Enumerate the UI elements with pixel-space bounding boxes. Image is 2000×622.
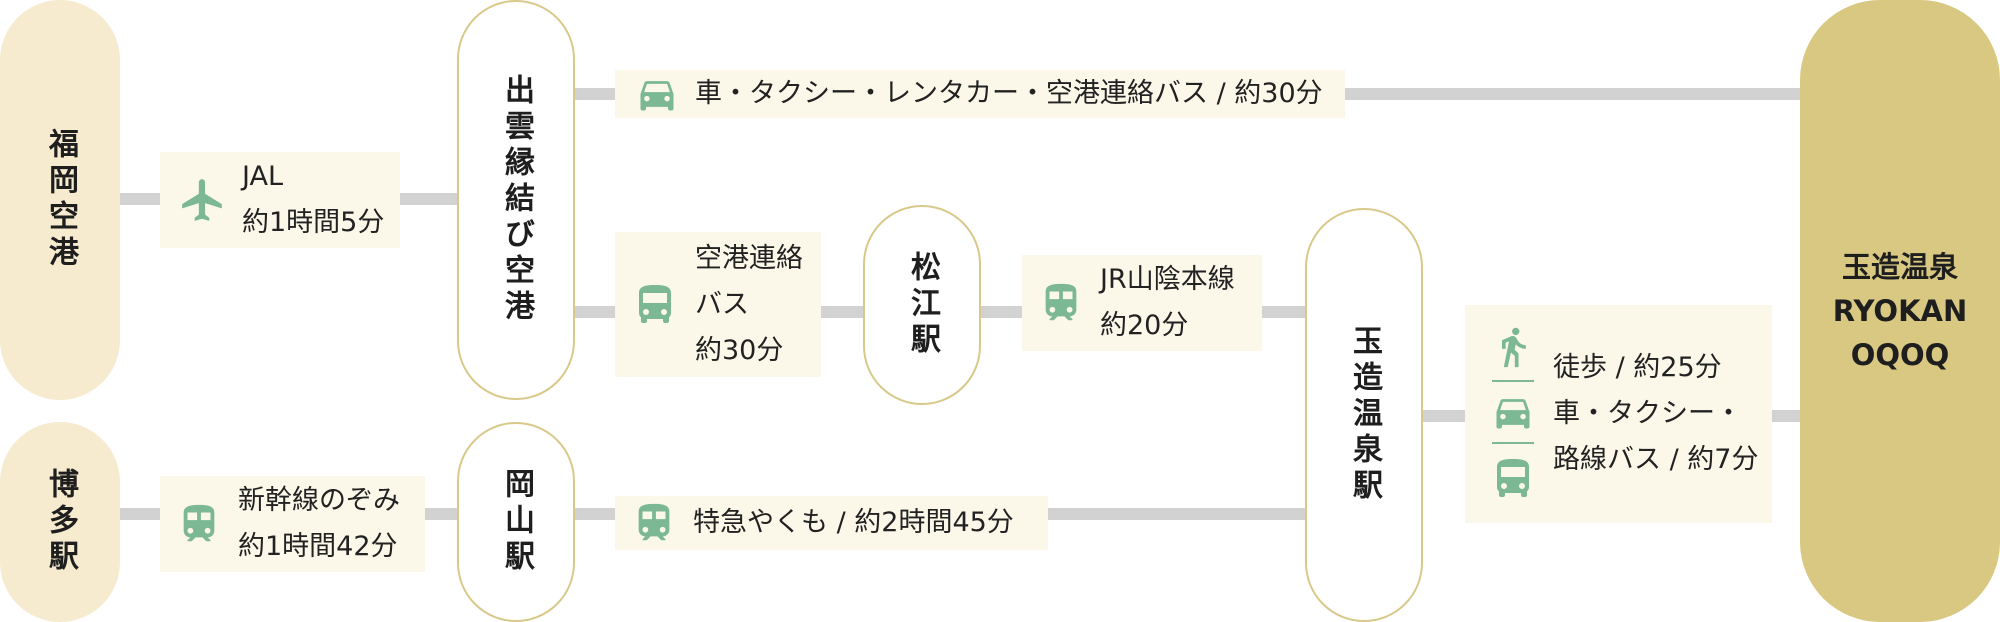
last-mile-icon-stack <box>1487 322 1539 506</box>
route-shinkansen-duration: 約1時間42分 <box>238 531 398 562</box>
station-tamatsukuri-onsen: 玉造温泉駅 <box>1305 208 1423 622</box>
route-shinkansen: 新幹線のぞみ 約1時間42分 <box>160 476 425 572</box>
station-matsue-label: 松江駅 <box>905 251 940 359</box>
route-airport-bus-line3: 約30分 <box>695 334 784 366</box>
route-last-mile-car: 車・タクシー・ <box>1553 398 1742 429</box>
route-flight: JAL 約1時間5分 <box>160 152 400 248</box>
icon-separator <box>1492 442 1534 444</box>
station-okayama: 岡山駅 <box>457 422 575 622</box>
station-okayama-label: 岡山駅 <box>499 468 534 576</box>
route-airport-bus-line2: バス <box>695 288 749 320</box>
route-last-mile-walk: 徒歩 / 約25分 <box>1553 352 1722 383</box>
route-car-direct: 車・タクシー・レンタカー・空港連絡バス / 約30分 <box>615 70 1345 118</box>
station-tamatsukuri-onsen-label: 玉造温泉駅 <box>1347 325 1382 505</box>
destination-line1: 玉造温泉 <box>1841 250 1958 284</box>
walking-icon <box>1491 322 1535 372</box>
route-flight-carrier: JAL <box>242 161 284 192</box>
car-icon <box>631 72 683 116</box>
destination-line3: OQOQ <box>1850 338 1950 372</box>
origin-hakata-station: 博多駅 <box>0 422 120 622</box>
route-last-mile-bus: 路線バス / 約7分 <box>1553 444 1759 475</box>
origin-fukuoka-airport: 福岡空港 <box>0 0 120 400</box>
airplane-icon <box>178 175 228 225</box>
destination-ryokan-label: 玉造温泉 RYOKAN OQOQ <box>1833 245 1968 377</box>
destination-line2: RYOKAN <box>1832 294 1968 328</box>
train-icon <box>1038 276 1084 330</box>
bus-icon <box>1489 452 1537 506</box>
route-express-yakumo: 特急やくも / 約2時間45分 <box>615 496 1048 550</box>
route-express-yakumo-text: 特急やくも / 約2時間45分 <box>693 507 1014 538</box>
route-airport-bus-line1: 空港連絡 <box>695 242 803 274</box>
station-izumo-airport: 出雲縁結び空港 <box>457 0 575 400</box>
car-icon <box>1487 390 1539 434</box>
route-last-mile: 徒歩 / 約25分 車・タクシー・ 路線バス / 約7分 <box>1465 305 1772 523</box>
route-airport-bus: 空港連絡 バス 約30分 <box>615 232 821 377</box>
icon-separator <box>1492 380 1534 382</box>
train-icon <box>631 496 677 550</box>
station-matsue: 松江駅 <box>863 205 981 405</box>
train-icon <box>176 497 222 551</box>
route-jr-sanin-line: JR山陰本線 <box>1100 264 1235 295</box>
station-izumo-airport-label: 出雲縁結び空港 <box>499 74 534 326</box>
bus-icon <box>631 278 679 332</box>
route-jr-sanin-duration: 約20分 <box>1100 310 1189 341</box>
origin-fukuoka-airport-label: 福岡空港 <box>43 128 78 272</box>
route-flight-duration: 約1時間5分 <box>242 207 385 238</box>
destination-ryokan: 玉造温泉 RYOKAN OQOQ <box>1800 0 2000 622</box>
route-shinkansen-name: 新幹線のぞみ <box>238 485 400 516</box>
origin-hakata-station-label: 博多駅 <box>43 468 78 576</box>
route-jr-sanin: JR山陰本線 約20分 <box>1022 255 1262 351</box>
route-car-direct-text: 車・タクシー・レンタカー・空港連絡バス / 約30分 <box>695 78 1323 109</box>
